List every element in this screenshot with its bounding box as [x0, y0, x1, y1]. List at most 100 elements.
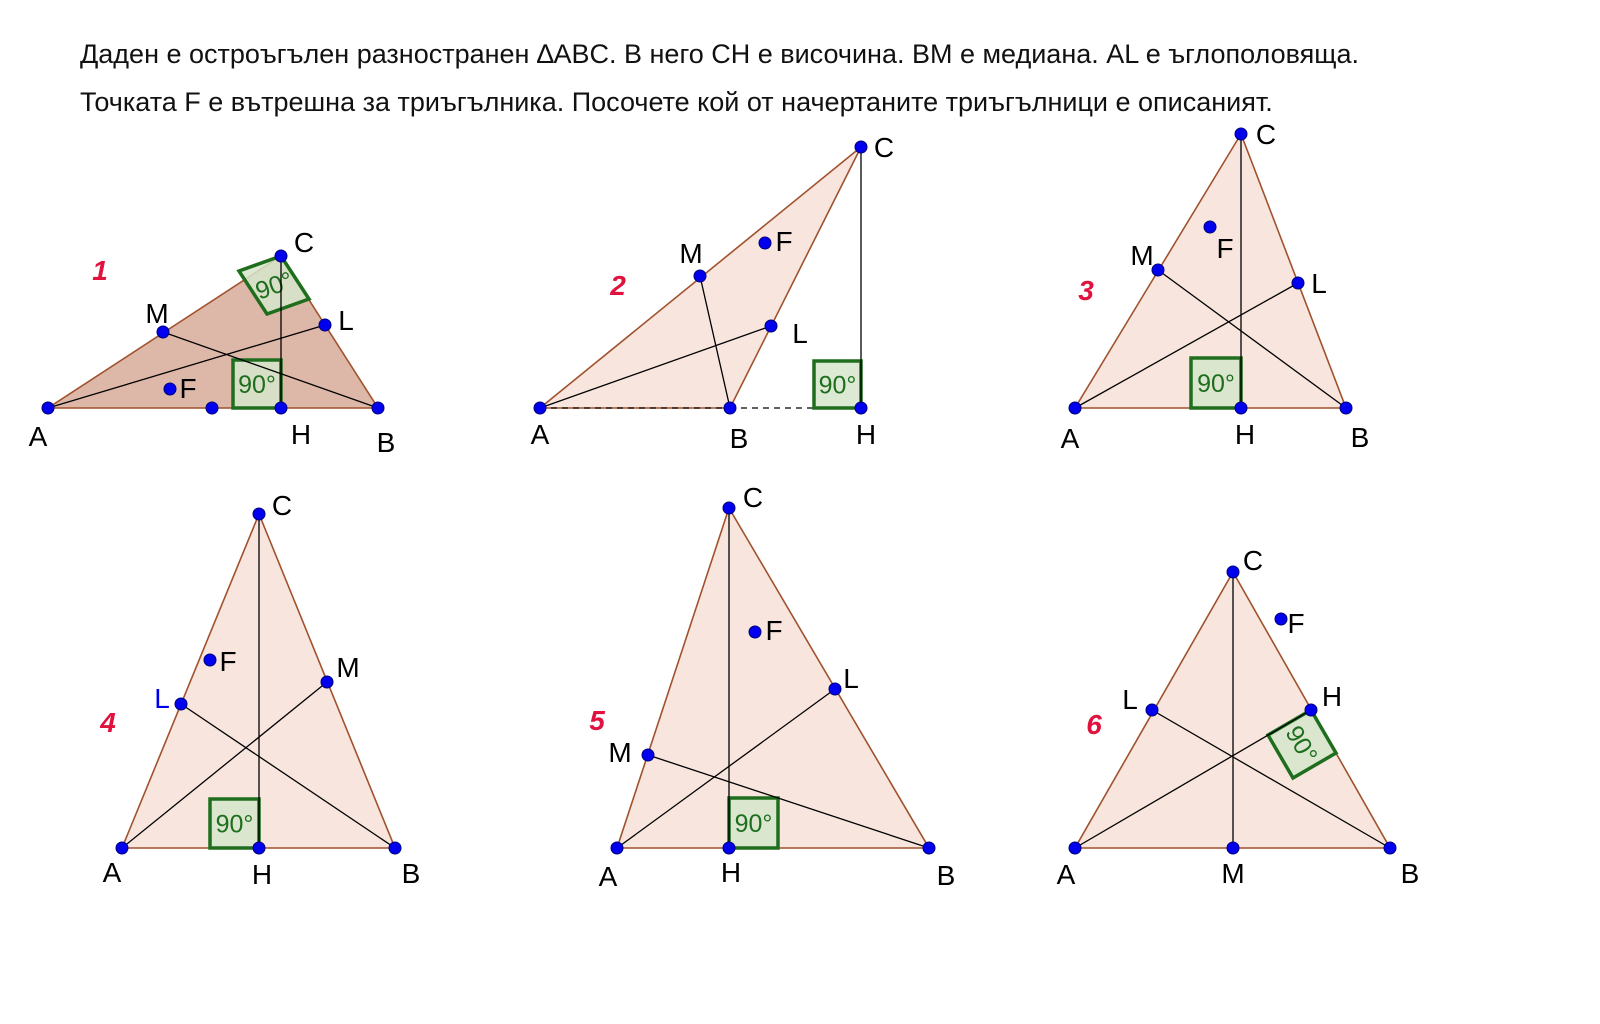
point-l[interactable] — [828, 682, 842, 696]
segment-al — [616, 688, 836, 849]
point-b[interactable] — [1383, 841, 1397, 855]
point-f[interactable] — [1203, 220, 1217, 234]
label-m: M — [608, 737, 631, 768]
point-h[interactable] — [722, 841, 736, 855]
task-line-1: Даден е остроъгълен разностранен ∆ABC. В… — [80, 39, 1360, 69]
point-f[interactable] — [163, 382, 177, 396]
label-f: F — [775, 226, 792, 257]
label-l: L — [1311, 268, 1327, 299]
segment-ah — [1074, 709, 1312, 849]
point-f[interactable] — [1274, 612, 1288, 626]
point-l[interactable] — [318, 318, 332, 332]
figure-number: 3 — [1078, 275, 1094, 306]
figure-number: 2 — [609, 270, 626, 301]
right-angle-marker: 90° — [236, 253, 312, 317]
segment-bl — [1151, 709, 1391, 849]
segment-al — [47, 324, 326, 409]
label-c: C — [1243, 545, 1263, 576]
point-c[interactable] — [252, 507, 266, 521]
point-b[interactable] — [723, 401, 737, 415]
point-h[interactable] — [252, 841, 266, 855]
label-m: M — [1130, 240, 1153, 271]
point-m[interactable] — [693, 269, 707, 283]
point-c[interactable] — [722, 501, 736, 515]
point-b[interactable] — [388, 841, 402, 855]
label-f: F — [219, 646, 236, 677]
label-c: C — [874, 132, 894, 163]
point-b[interactable] — [371, 401, 385, 415]
point-a[interactable] — [115, 841, 129, 855]
point-a[interactable] — [533, 401, 547, 415]
point-c[interactable] — [1234, 127, 1248, 141]
point-a[interactable] — [1068, 841, 1082, 855]
label-h: H — [721, 857, 741, 888]
figure-3[interactable]: 90° A B C M L H F 3 — [1061, 119, 1370, 454]
label-c: C — [272, 490, 292, 521]
point-l[interactable] — [1145, 703, 1159, 717]
right-angle-marker: 90° — [812, 359, 863, 410]
label-c: C — [743, 482, 763, 513]
right-angle-marker: 90° — [231, 358, 283, 410]
label-c: C — [1256, 119, 1276, 150]
point-b[interactable] — [922, 841, 936, 855]
point-m[interactable] — [156, 325, 170, 339]
segment-bm — [1157, 269, 1347, 409]
label-m: M — [336, 652, 359, 683]
task-line-2: Точката F е вътрешна за триъгълника. Пос… — [80, 87, 1273, 117]
segment-bm — [647, 754, 930, 849]
point-h[interactable] — [1234, 401, 1248, 415]
label-f: F — [1216, 233, 1233, 264]
point-b[interactable] — [1339, 401, 1353, 415]
point-f[interactable] — [203, 653, 217, 667]
label-l: L — [338, 305, 354, 336]
label-l: L — [154, 683, 170, 714]
label-a: A — [1061, 423, 1080, 454]
label-l: L — [1122, 684, 1138, 715]
point-a[interactable] — [610, 841, 624, 855]
point-m[interactable] — [641, 748, 655, 762]
point-m[interactable] — [1151, 263, 1165, 277]
point-a[interactable] — [41, 401, 55, 415]
point-h[interactable] — [1304, 703, 1318, 717]
right-angle-label: 90° — [1197, 370, 1235, 398]
label-m: M — [145, 298, 168, 329]
point-c[interactable] — [854, 140, 868, 154]
point-h[interactable] — [854, 401, 868, 415]
label-h: H — [291, 419, 311, 450]
point-c[interactable] — [1226, 565, 1240, 579]
label-h: H — [856, 419, 876, 450]
label-f: F — [179, 373, 196, 404]
point-l[interactable] — [1291, 276, 1305, 290]
point-p[interactable] — [205, 401, 219, 415]
label-b: B — [1351, 422, 1370, 453]
label-m: M — [679, 238, 702, 269]
right-angle-label: 90° — [735, 810, 773, 838]
point-m[interactable] — [1226, 841, 1240, 855]
point-l[interactable] — [174, 697, 188, 711]
label-a: A — [29, 421, 48, 452]
point-a[interactable] — [1068, 401, 1082, 415]
right-angle-square — [236, 253, 312, 317]
label-c: C — [294, 227, 314, 258]
point-m[interactable] — [320, 675, 334, 689]
segment-bl — [180, 703, 396, 849]
point-c[interactable] — [274, 249, 288, 263]
label-m: M — [1221, 858, 1244, 889]
label-b: B — [1401, 858, 1420, 889]
label-f: F — [765, 615, 782, 646]
point-l[interactable] — [764, 319, 778, 333]
label-a: A — [599, 861, 618, 892]
point-h[interactable] — [274, 401, 288, 415]
segment-bm — [162, 331, 379, 409]
label-h: H — [1235, 419, 1255, 450]
label-l: L — [792, 318, 808, 349]
point-f[interactable] — [758, 236, 772, 250]
right-angle-label: 90° — [216, 811, 254, 839]
point-f[interactable] — [748, 625, 762, 639]
